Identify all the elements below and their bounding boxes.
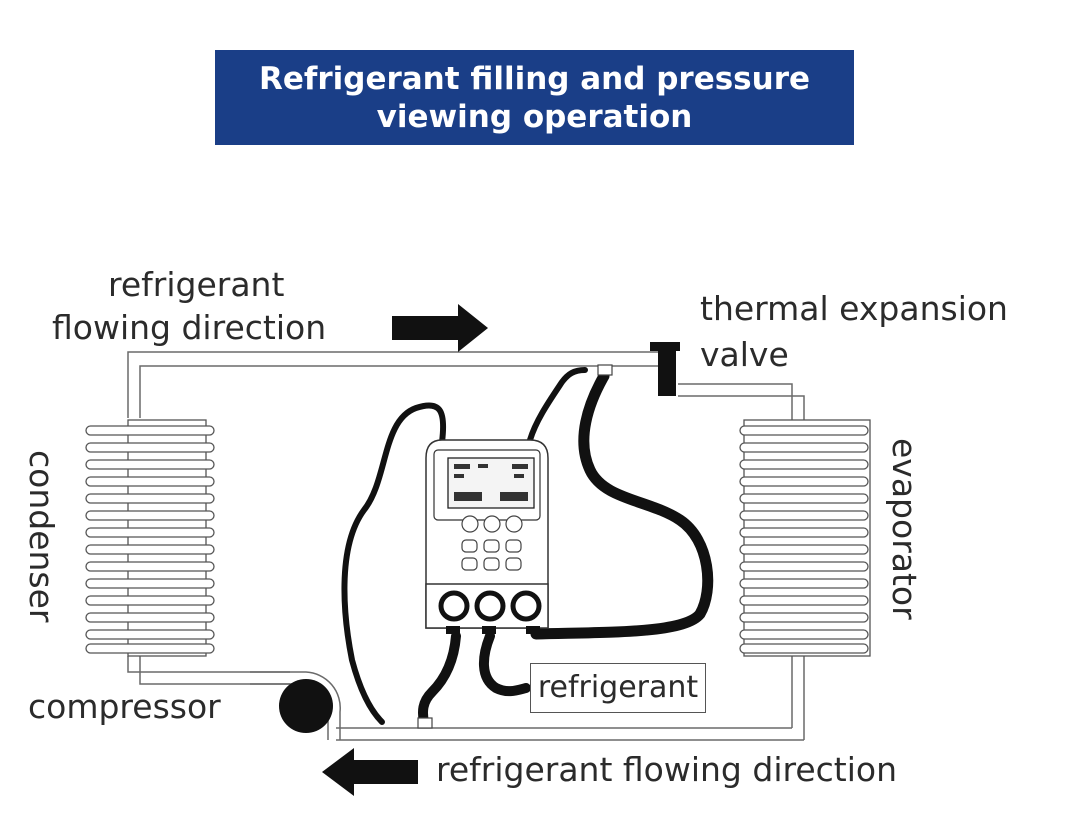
bottom-flow-label: refrigerant flowing direction — [436, 750, 897, 789]
condenser-coil — [85, 419, 215, 657]
hoses — [341, 367, 714, 727]
title-line-1: Refrigerant filling and pressure — [258, 60, 811, 97]
bottom-flow-arrow-icon — [322, 748, 418, 796]
gauge-knobs — [438, 590, 542, 622]
compressor-label: compressor — [28, 687, 221, 726]
compressor — [279, 679, 333, 733]
condenser-label: condenser — [22, 450, 61, 623]
gauge-buttons — [461, 515, 523, 571]
top-flow-arrow-icon — [392, 304, 488, 352]
title-banner: Refrigerant filling and pressure viewing… — [215, 50, 854, 145]
manifold-gauge — [425, 439, 549, 634]
expansion-valve-label-line-1: thermal expansion — [700, 289, 1008, 328]
evaporator-coil — [739, 419, 871, 657]
top-flow-label-line-2: flowing direction — [52, 308, 327, 347]
title-line-2: viewing operation — [376, 98, 693, 135]
evaporator-return-pipe — [791, 656, 805, 740]
expansion-valve-label-line-2: valve — [700, 335, 789, 374]
hose-right — [530, 370, 714, 640]
evaporator-label: evaporator — [885, 438, 924, 620]
top-flow-label-line-1: refrigerant — [108, 265, 285, 304]
hose-refrigerant — [479, 631, 531, 697]
condenser-to-compressor-pipe — [127, 656, 290, 685]
bottom-pipe — [336, 727, 804, 741]
hose-low-side — [418, 631, 461, 727]
top-pipe — [127, 351, 660, 418]
valve-to-evaporator-pipe — [678, 383, 805, 420]
pipe-fittings — [417, 364, 613, 729]
hose-top-center — [527, 367, 588, 443]
refrigerant-label-box: refrigerant — [530, 663, 706, 713]
expansion-valve — [650, 342, 680, 396]
hose-left — [341, 402, 447, 725]
